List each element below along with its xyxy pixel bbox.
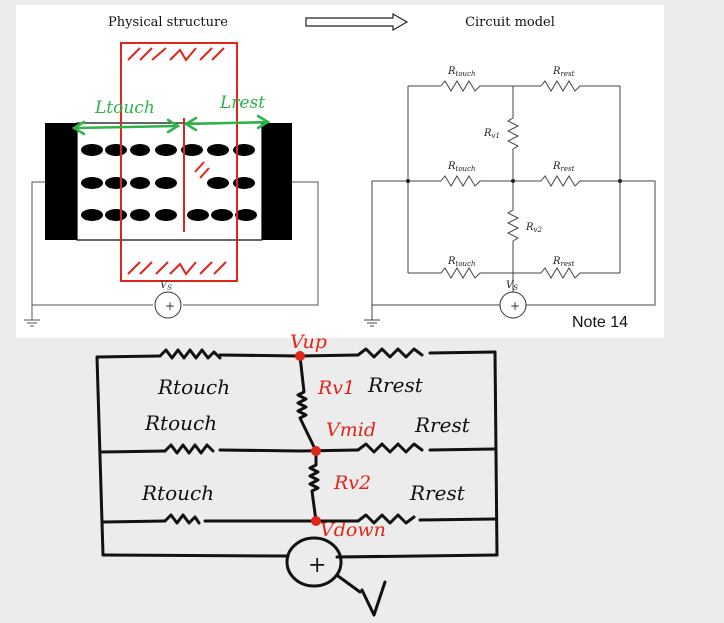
hw-v-up-label: Vup bbox=[290, 331, 327, 353]
r-rest-label-1: Rrest bbox=[552, 66, 575, 78]
l-touch-label: Ltouch bbox=[94, 98, 155, 118]
arrow-icon bbox=[305, 12, 409, 32]
r-rest-label-2: Rrest bbox=[552, 161, 575, 173]
hw-v-mid-label: Vmid bbox=[326, 419, 376, 441]
circuit-voltage-source-icon bbox=[499, 291, 527, 319]
r-touch-label-2: Rtouch bbox=[447, 161, 476, 173]
hw-rrest-2: Rrest bbox=[414, 413, 471, 437]
circuit-model-title: Circuit model bbox=[465, 15, 555, 30]
hw-rrest-1: Rrest bbox=[367, 373, 424, 397]
voltage-source-icon bbox=[154, 291, 182, 319]
hw-rtouch-1: Rtouch bbox=[157, 375, 230, 399]
r-v2-label: Rv2 bbox=[525, 222, 542, 234]
physical-structure-title: Physical structure bbox=[108, 15, 228, 30]
hw-rtouch-3: Rtouch bbox=[141, 481, 214, 505]
reference-figure-panel bbox=[16, 5, 664, 338]
hw-rv1-label: Rv1 bbox=[317, 377, 355, 399]
note-label: Note 14 bbox=[572, 314, 628, 331]
r-v1-label: Rv1 bbox=[483, 128, 500, 140]
hw-v-label: V bbox=[364, 615, 365, 617]
hw-rv2-label: Rv2 bbox=[333, 472, 371, 494]
physical-structure: Ltouch Lrest + VS bbox=[24, 42, 319, 327]
l-rest-label: Lrest bbox=[219, 93, 265, 113]
r-touch-label-3: Rtouch bbox=[447, 256, 476, 268]
r-rest-label-3: Rrest bbox=[552, 256, 575, 268]
hw-rrest-3: Rrest bbox=[409, 481, 466, 505]
hw-source-plus: + bbox=[308, 553, 326, 578]
physical-vs-label: VS bbox=[160, 280, 172, 292]
physical-source-symbol: + bbox=[165, 299, 175, 313]
circuit-source-symbol: + bbox=[510, 299, 520, 313]
circuit-model: Rtouch Rrest Rtouch Rrest Rtouch Rrest R… bbox=[364, 66, 656, 327]
node-markers bbox=[295, 351, 321, 526]
hw-v-down-label: Vdown bbox=[320, 519, 386, 541]
r-touch-label-1: Rtouch bbox=[447, 66, 476, 78]
circuit-vs-label: VS bbox=[506, 280, 518, 292]
hw-rtouch-2: Rtouch bbox=[144, 411, 217, 435]
handwritten-circuit bbox=[95, 347, 499, 617]
